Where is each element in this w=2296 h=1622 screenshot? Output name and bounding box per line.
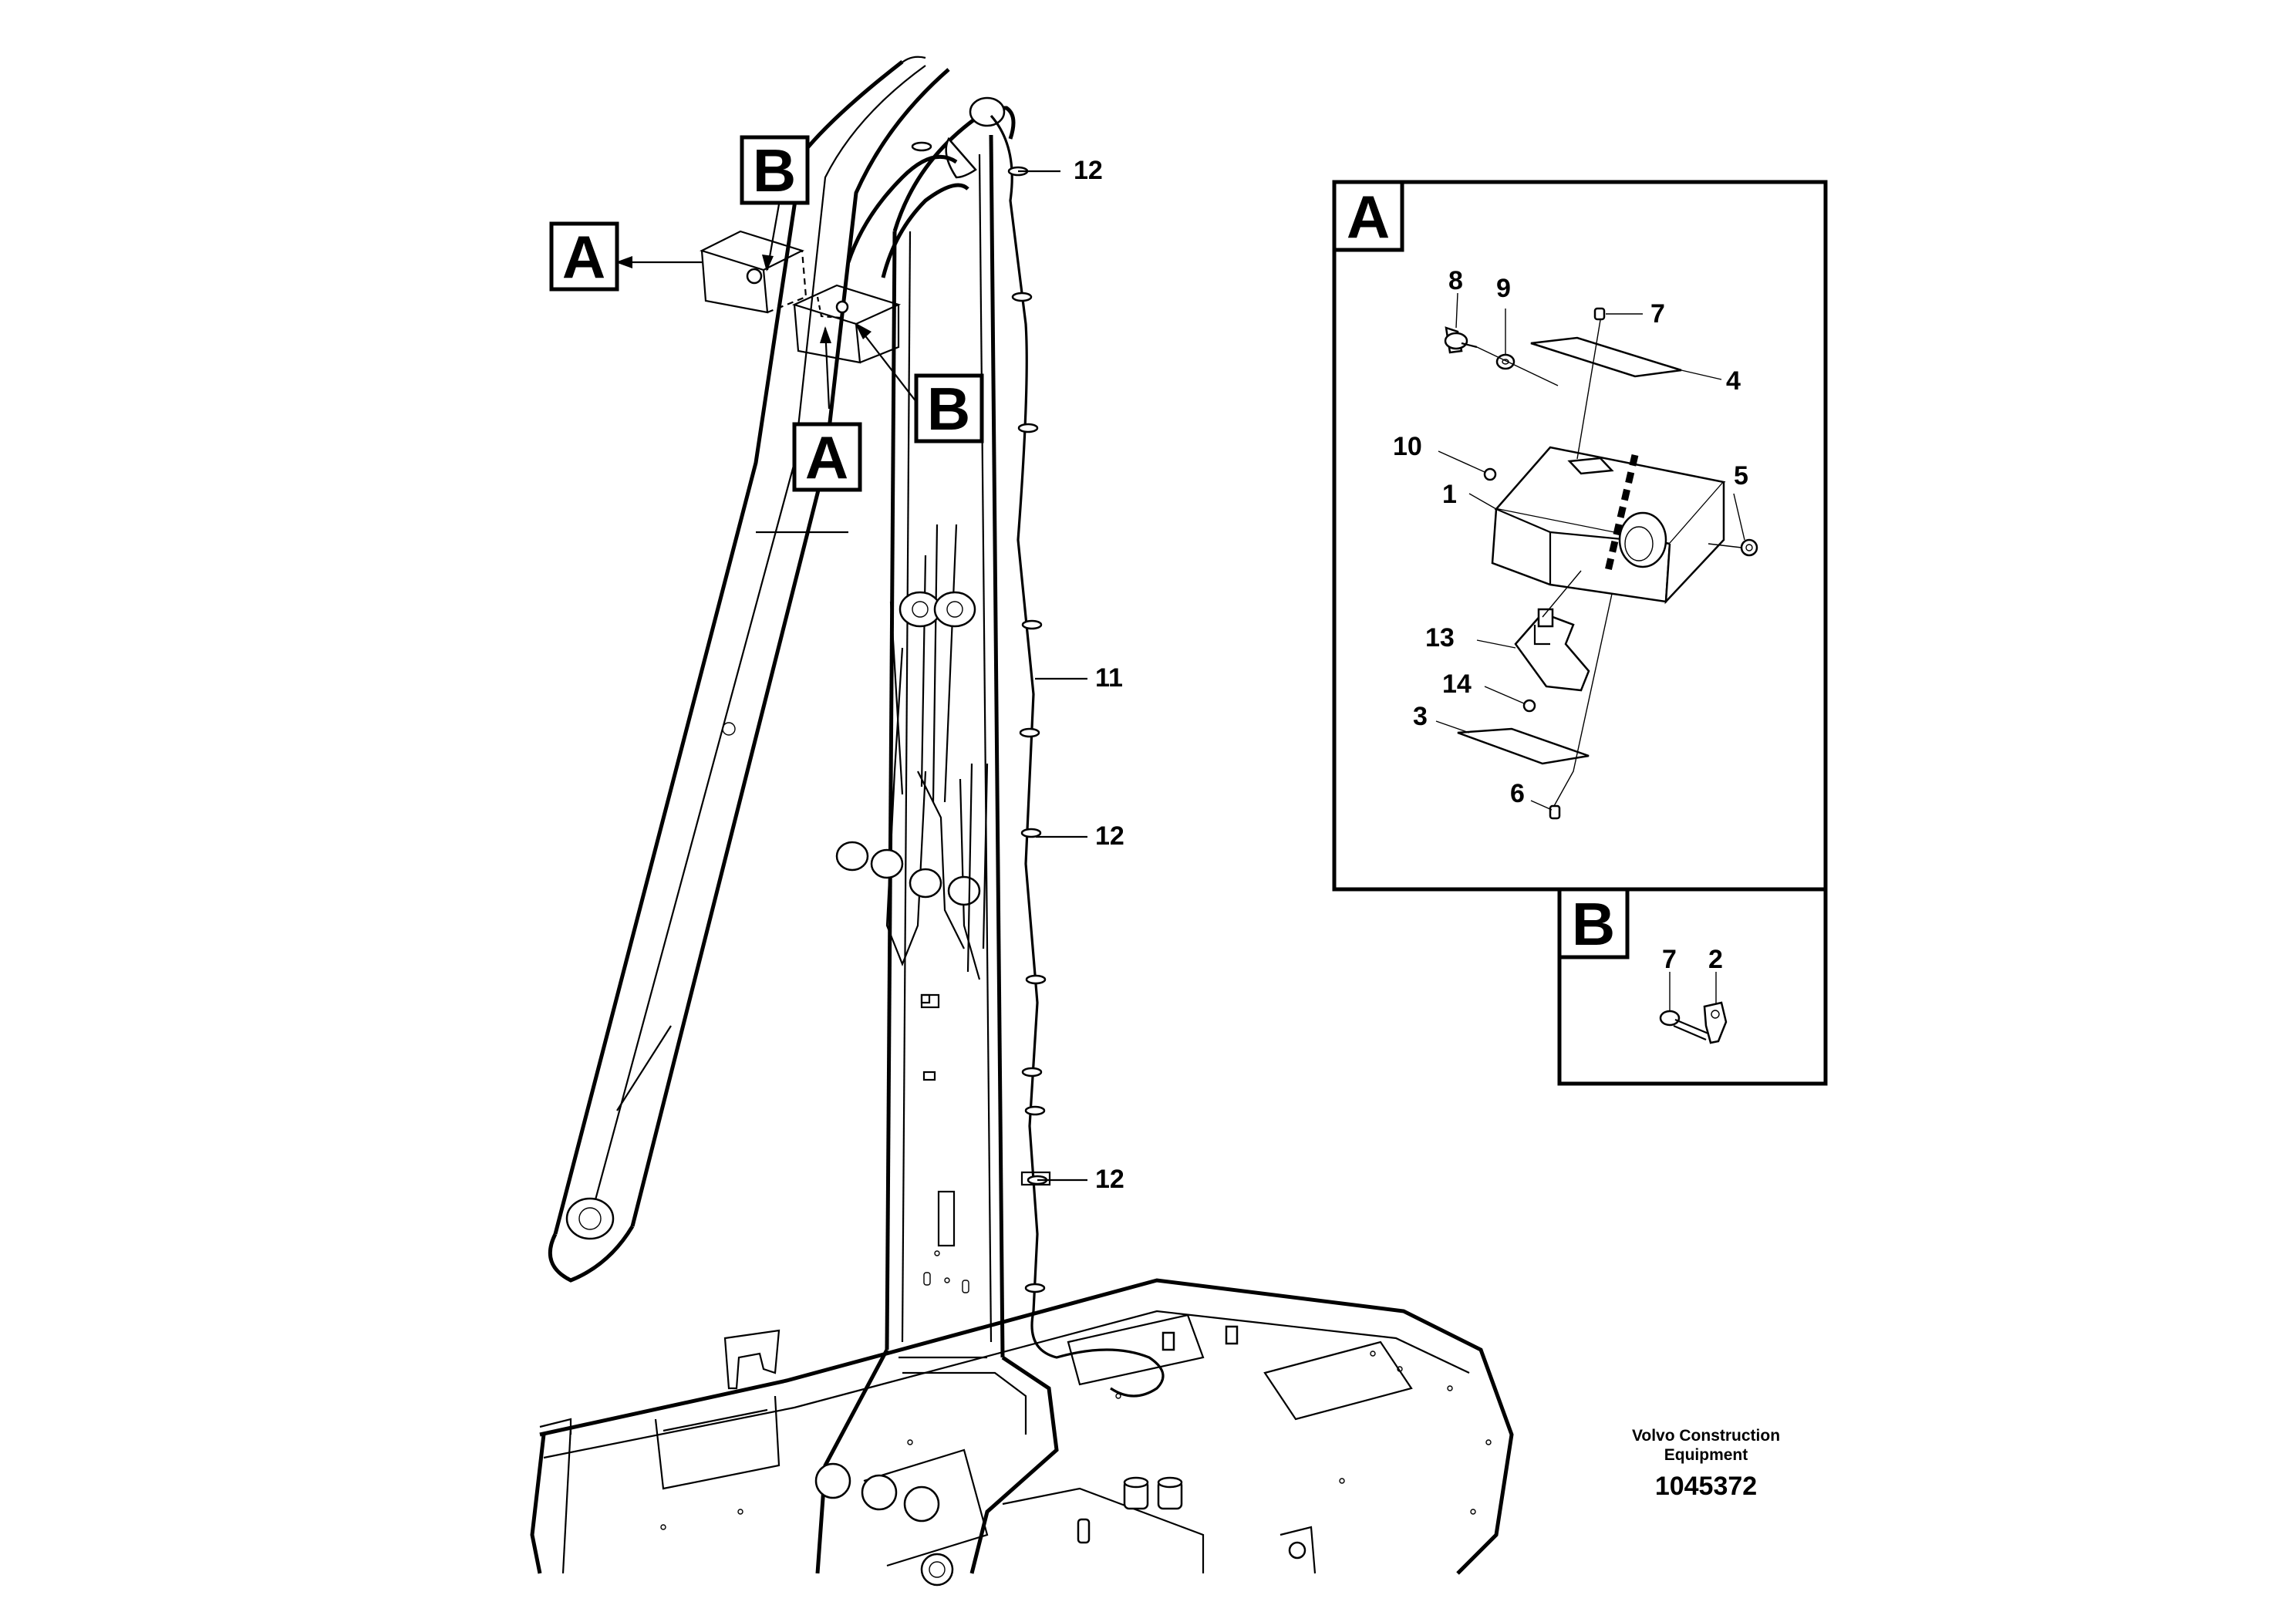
detail-a-callout-13: 13 — [1425, 623, 1455, 653]
label-a-bottom-text: A — [805, 423, 848, 491]
label-a-left-text: A — [562, 223, 605, 291]
nut-10 — [1483, 467, 1497, 481]
detail-a-callout-4: 4 — [1726, 366, 1741, 396]
bracket-box-lower — [791, 284, 902, 364]
detail-a-callout-5: 5 — [1734, 461, 1748, 491]
detail-a-block — [1491, 446, 1726, 605]
nut-5 — [1740, 538, 1758, 557]
label-a-bottom: A — [792, 422, 862, 492]
bolt-8 — [1444, 326, 1478, 354]
credit-line-2: Equipment — [1664, 1446, 1748, 1464]
detail-b-bolt — [1659, 1001, 1728, 1044]
upper-structure — [530, 1278, 1514, 1575]
panel-b-label: B — [1572, 890, 1615, 958]
detail-a-callout-8: 8 — [1448, 266, 1463, 295]
detail-a-callout-9: 9 — [1496, 274, 1511, 303]
callout-12-mid: 12 — [1095, 821, 1124, 851]
bracket-box-upper — [700, 230, 807, 314]
part-13 — [1514, 608, 1590, 692]
label-b-right: B — [914, 373, 984, 443]
detail-a-callout-3: 3 — [1413, 702, 1428, 731]
main-leaders — [615, 170, 1087, 1182]
detail-a-callout-14: 14 — [1442, 669, 1472, 699]
label-a-left: A — [549, 221, 619, 292]
excavator-illustration: 12 11 12 12 A B B A — [530, 56, 1514, 1587]
label-b-right-text: B — [927, 375, 970, 443]
drawing-number: 1045372 — [1655, 1472, 1757, 1501]
panel-a-label: A — [1347, 183, 1390, 251]
credit-line-1: Volvo Construction — [1632, 1427, 1780, 1445]
detail-b-panel: B 7 2 — [1557, 887, 1828, 1086]
hose — [846, 137, 977, 278]
cable-harness — [911, 114, 1239, 1398]
callout-11: 11 — [1095, 663, 1123, 693]
detail-a-callout-1: 1 — [1442, 480, 1457, 509]
boom — [814, 96, 1059, 1587]
label-b-top: B — [740, 135, 810, 205]
screw-7 — [1593, 307, 1606, 321]
detail-a-callout-10: 10 — [1393, 432, 1422, 461]
detail-a-panel: A — [1332, 180, 1828, 892]
callout-12-top: 12 — [1074, 156, 1103, 185]
washer-9 — [1495, 353, 1515, 370]
detail-b-callout-2: 2 — [1708, 945, 1723, 974]
cylinder-brackets — [835, 524, 989, 1004]
bottom-plate — [1457, 727, 1590, 765]
screw-6 — [1549, 804, 1561, 820]
detail-a-callout-6: 6 — [1510, 779, 1525, 808]
detail-b-callout-7: 7 — [1662, 945, 1677, 974]
credit-block: Volvo Construction Equipment 1045372 — [1632, 1427, 1780, 1501]
callout-12-low: 12 — [1095, 1165, 1124, 1194]
label-b-top-text: B — [753, 137, 796, 204]
item-14 — [1522, 699, 1536, 713]
detail-a-callout-7: 7 — [1650, 299, 1665, 329]
